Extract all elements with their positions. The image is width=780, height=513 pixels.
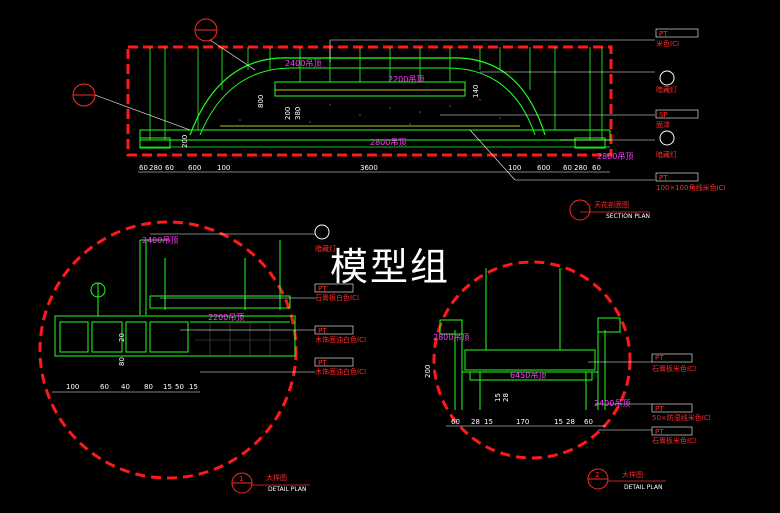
main-title: 天花剖面图: [594, 200, 629, 209]
callout-3-text: 面漆: [656, 120, 670, 129]
callout-10-code: PT: [655, 354, 664, 362]
ceiling-section-drawing: [72, 18, 699, 182]
detail-1-drawing: [38, 220, 354, 480]
callout-9-code: PT: [318, 359, 327, 367]
left-vert-0: 20: [118, 333, 126, 342]
detail-1-subtitle: DETAIL PLAN: [268, 486, 306, 493]
detail-1-number: 1: [239, 475, 243, 483]
top-dim-2: 60: [165, 164, 174, 172]
right-dim-1: 28: [471, 418, 480, 426]
callout-5-code: PT: [659, 174, 668, 182]
top-dim-5: 3600: [360, 164, 378, 172]
top-vert-1: 200: [181, 135, 189, 148]
top-dim-10: 60: [592, 164, 601, 172]
left-dim-5: 50: [175, 383, 184, 391]
right-dimension-labels: 60 28 15 170 15 28 60: [451, 418, 593, 426]
watermark: 模型组: [330, 245, 451, 289]
detail-2-drawing: [432, 260, 693, 460]
left-dimension-labels: 100 60 40 80 15 50 15: [66, 383, 198, 391]
top-dimension-labels: 60 280 60 600 100 3600 100 600 60 280 60: [139, 164, 601, 172]
callout-1-code: PT: [659, 30, 668, 38]
callout-11-code: PT: [655, 405, 664, 413]
callout-3-code: SP: [659, 111, 668, 119]
light-symbol-1: [659, 70, 675, 86]
main-title-marker: [569, 199, 591, 221]
left-dim-3: 80: [144, 383, 153, 391]
callout-12-code: PT: [655, 428, 664, 436]
right-dim-4: 15: [554, 418, 563, 426]
callout-5-text: 100×100角线米色ICI: [656, 183, 726, 192]
detail-2-subtitle: DETAIL PLAN: [624, 484, 662, 491]
top-vert-3: 200: [284, 107, 292, 120]
top-dim-0: 60: [139, 164, 148, 172]
callout-8-code: PT: [318, 327, 327, 335]
elevation-6: 2200吊顶: [208, 313, 244, 322]
right-dim-2: 15: [484, 418, 493, 426]
top-vert-2: 380: [294, 107, 302, 120]
top-dim-3: 600: [188, 164, 201, 172]
left-dim-0: 100: [66, 383, 79, 391]
callout-2-text: 暗藏灯: [656, 85, 677, 94]
left-vert-1: 80: [118, 357, 126, 366]
callout-4-text: 暗藏灯: [656, 150, 677, 159]
top-vert-4: 140: [472, 85, 480, 98]
elevation-4: 2800吊顶: [597, 152, 633, 161]
elevation-8: 6450吊顶: [510, 371, 546, 380]
detail-1-title: 大样图: [266, 473, 287, 482]
elevation-9: 2400吊顶: [594, 399, 630, 408]
callout-7-text: 石膏板白色ICI: [315, 293, 359, 302]
top-vert-0: 800: [257, 95, 265, 108]
detail-2-title: 大样图: [622, 470, 643, 479]
callout-12-text: 石膏板米色ICI: [652, 436, 696, 445]
light-symbol-2: [659, 130, 675, 146]
elevation-3: 2800吊顶: [370, 138, 406, 147]
top-dim-6: 100: [508, 164, 521, 172]
callout-10-text: 石膏板米色ICI: [652, 364, 696, 373]
top-dim-8: 60: [563, 164, 572, 172]
elevation-5: 2400吊顶: [142, 236, 178, 245]
right-vert-2: 28: [502, 393, 510, 402]
elevation-7: 2800吊顶: [433, 333, 469, 342]
left-dim-4: 15: [163, 383, 172, 391]
top-vertical-dims: 800 200 380 200 140: [181, 85, 480, 148]
right-vert-0: 200: [424, 365, 432, 378]
top-dim-1: 280: [149, 164, 162, 172]
elevation-2: 2200吊顶: [388, 75, 424, 84]
callout-9-text: 木饰面油白色ICI: [315, 367, 366, 376]
left-dim-6: 15: [189, 383, 198, 391]
callout-1-text: 米色ICI: [656, 39, 679, 48]
top-dim-7: 600: [537, 164, 550, 172]
right-vert-1: 15: [494, 393, 502, 402]
right-dim-3: 170: [516, 418, 529, 426]
top-dim-9: 280: [574, 164, 587, 172]
callout-8-text: 木饰面油白色ICI: [315, 335, 366, 344]
right-dim-6: 60: [584, 418, 593, 426]
callout-6-text: 暗藏灯: [315, 244, 336, 253]
elevation-1: 2400吊顶: [285, 59, 321, 68]
callout-7-code: PT: [318, 285, 327, 293]
main-subtitle: SECTION PLAN: [606, 213, 650, 220]
light-symbol-3: [314, 224, 330, 240]
right-dim-0: 60: [451, 418, 460, 426]
callout-11-text: 50×防湿线米色ICI: [652, 413, 711, 422]
left-dim-1: 60: [100, 383, 109, 391]
top-dim-4: 100: [217, 164, 230, 172]
section-frame: [126, 45, 613, 157]
left-dim-2: 40: [121, 383, 130, 391]
right-dim-5: 28: [566, 418, 575, 426]
detail-2-number: 2: [595, 471, 599, 479]
